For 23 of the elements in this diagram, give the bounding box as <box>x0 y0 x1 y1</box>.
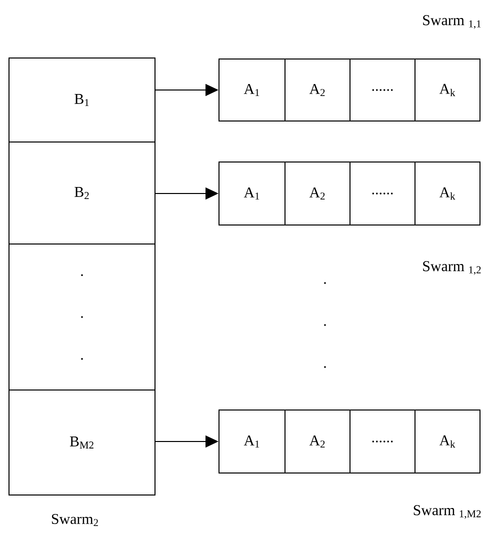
ellipsis-dot: . <box>324 282 326 284</box>
swarm-label: Swarm $_{1,M2}$ <box>414 505 481 519</box>
swarm-label: Swarm$_{2}$ <box>52 514 98 526</box>
text-cell: A$_{2}$ <box>284 58 350 122</box>
ellipsis-dot: . <box>324 324 326 326</box>
text-cell: ...... <box>350 410 416 474</box>
text-cell: ...... <box>350 58 416 122</box>
text-cell: A$_{1}$ <box>218 410 286 474</box>
text-cell: ...... <box>350 162 416 226</box>
text-cell: A$_{k}$ <box>414 58 480 122</box>
block-cell: . . . <box>8 244 156 390</box>
text-cell: A$_{2}$ <box>284 162 350 226</box>
block-cell: B$_{1}$ <box>8 58 156 142</box>
text-cell: A$_{k}$ <box>414 410 480 474</box>
swarm-label: Swarm $_{1,2}$ <box>423 261 481 275</box>
text-cell: A$_{2}$ <box>284 410 350 474</box>
block-cell: B$_{M2}$ <box>8 390 156 496</box>
swarm-label: Swarm $_{1,1}$ <box>423 15 481 29</box>
text-cell: A$_{1}$ <box>218 58 286 122</box>
ellipsis-dot: . <box>324 366 326 368</box>
text-cell: A$_{k}$ <box>414 162 480 226</box>
block-cell: B$_{2}$ <box>8 142 156 244</box>
text-cell: A$_{1}$ <box>218 162 286 226</box>
